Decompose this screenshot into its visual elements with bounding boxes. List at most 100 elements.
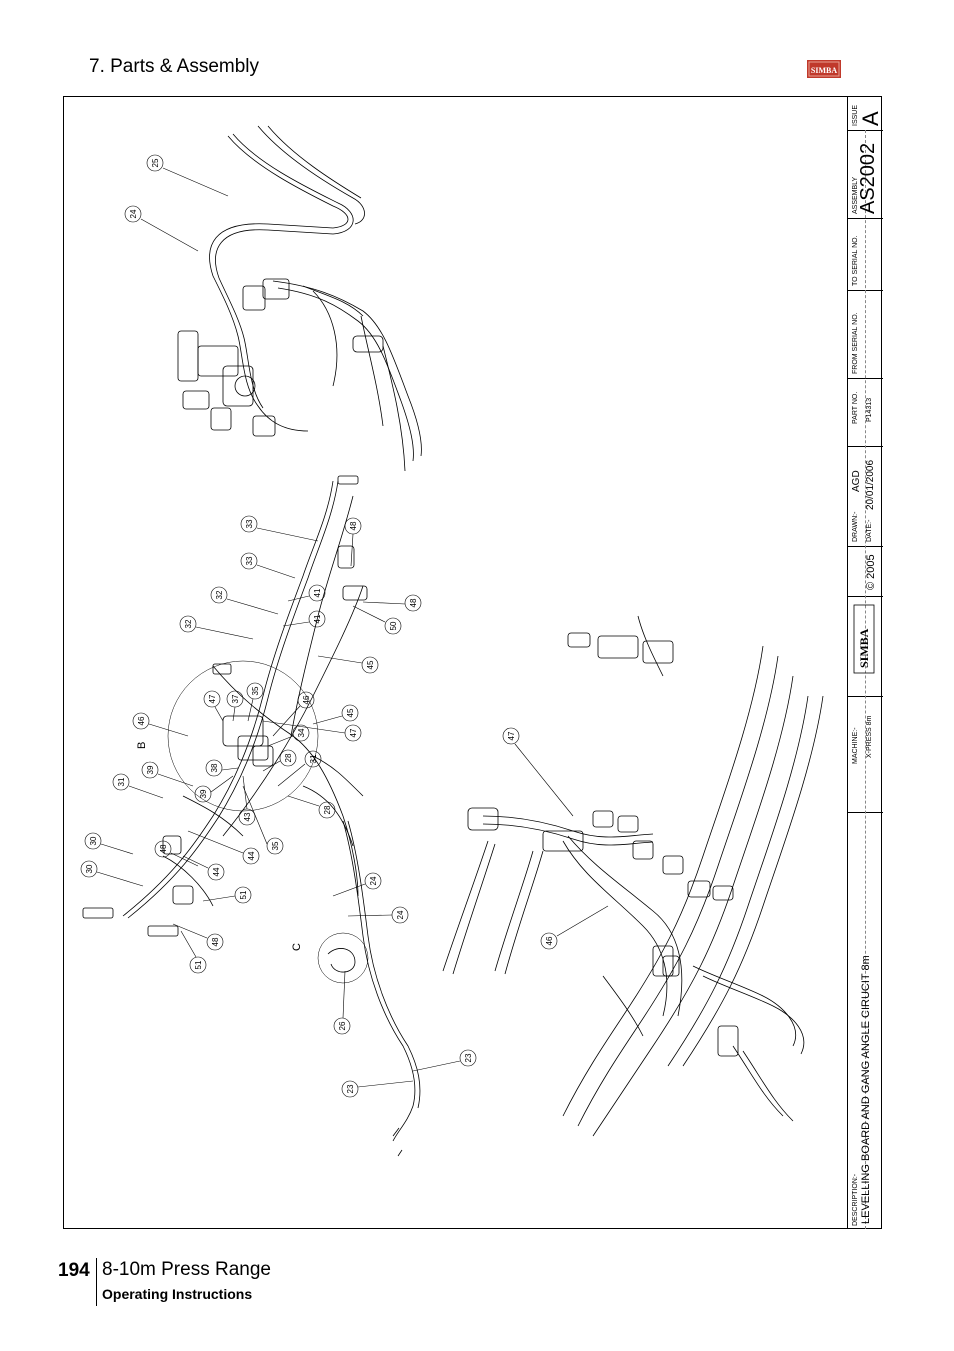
callout-23-b	[341, 1080, 414, 1098]
callout-number: 46	[302, 695, 311, 704]
callout-35-a	[246, 682, 264, 722]
drawn-value: AGD	[851, 470, 862, 492]
callout-28-b	[287, 795, 336, 819]
callout-30-b	[80, 860, 144, 887]
callout-number: 50	[389, 621, 398, 630]
callout-number: 32	[184, 619, 193, 628]
callout-41-a	[287, 584, 326, 602]
part-no-label: PART NO.	[852, 391, 859, 424]
svg-text:SIMBA: SIMBA	[811, 66, 837, 75]
callout-31-b	[141, 761, 194, 787]
callout-number: 24	[129, 209, 138, 218]
callout-33-a	[240, 515, 319, 542]
callout-number: 31	[117, 777, 126, 786]
callout-37	[226, 690, 244, 722]
callout-number: 48	[211, 937, 220, 946]
callout-46-b	[272, 691, 315, 737]
callout-number: 51	[239, 890, 248, 899]
callout-number: 46	[137, 716, 146, 725]
callout-24-b	[347, 906, 409, 924]
callout-39-a	[205, 759, 239, 777]
callout-number: 48	[409, 598, 418, 607]
date-value: 20/01/2006	[865, 459, 876, 510]
description-label: DESCRIPTION:-	[852, 1173, 859, 1226]
callout-41-b	[282, 610, 326, 628]
callout-24-a	[332, 872, 382, 897]
callout-28-a	[277, 750, 322, 787]
callout-number: 47	[349, 728, 358, 737]
svg-text:SIMBA: SIMBA	[857, 628, 871, 668]
callout-number: 32	[215, 590, 224, 599]
callout-number: 23	[346, 1084, 355, 1093]
callout-47-a	[203, 690, 224, 722]
callout-number: 33	[245, 556, 254, 565]
callout-51-a	[202, 886, 252, 904]
callout-number: 44	[212, 867, 221, 876]
from-serial-label: FROM SERIAL NO.	[852, 312, 859, 374]
callout-number: 45	[346, 708, 355, 717]
footer-title: 8-10m Press Range	[102, 1259, 271, 1280]
page-number: 194	[58, 1260, 90, 1281]
callout-24-top	[124, 205, 199, 252]
callout-31-a	[112, 773, 164, 799]
callout-46-c	[540, 905, 609, 950]
callout-48-a	[344, 517, 362, 567]
callouts	[80, 154, 609, 1098]
callout-26	[333, 970, 351, 1035]
callout-number: 38	[210, 763, 219, 772]
callout-48-b	[362, 594, 422, 612]
callout-30-a	[84, 832, 134, 855]
callout-48-d	[172, 923, 224, 951]
to-serial-label: TO SERIAL NO.	[852, 235, 859, 286]
callout-32-b	[179, 615, 254, 640]
title-block: ISSUE A ASSEMBLY AS2002 TO SERIAL NO. FR…	[847, 96, 883, 1229]
callout-number: 47	[507, 731, 516, 740]
drawn-label: DRAWN:-	[852, 511, 859, 542]
callout-44-a	[187, 830, 260, 865]
callout-50	[352, 605, 402, 635]
callout-number: 30	[85, 864, 94, 873]
callout-44-b	[182, 855, 225, 881]
callout-number: 24	[396, 910, 405, 919]
callout-35-b	[242, 785, 284, 855]
section-header: 7. Parts & Assembly	[89, 56, 260, 77]
callout-number: 44	[247, 851, 256, 860]
footer-subtitle: Operating Instructions	[102, 1286, 253, 1302]
callout-number: 24	[369, 876, 378, 885]
callout-number: 26	[338, 1021, 347, 1030]
callout-25	[146, 154, 229, 197]
callout-39-b	[194, 775, 234, 803]
machine-value: X-PRESS 8m	[866, 715, 873, 758]
callout-number: 31	[309, 754, 318, 763]
footer-divider	[96, 1258, 97, 1306]
callout-number: 23	[464, 1053, 473, 1062]
callout-45-a	[317, 655, 379, 674]
callout-number: 43	[243, 812, 252, 821]
callout-number: 48	[349, 521, 358, 530]
callout-number: 39	[199, 789, 208, 798]
callout-number: 28	[323, 805, 332, 814]
callout-number: 35	[251, 686, 260, 695]
callout-number: 39	[146, 765, 155, 774]
callout-number: 35	[271, 841, 280, 850]
detail-label-b: B	[136, 742, 148, 749]
issue-value: A	[858, 111, 883, 126]
upper-hose-assembly	[177, 125, 422, 472]
callout-23-a	[412, 1049, 477, 1072]
callout-47-c	[502, 727, 574, 817]
assembly-value: AS2002	[857, 142, 879, 214]
callout-number: 46	[545, 936, 554, 945]
callout-number: 47	[208, 694, 217, 703]
callout-45-b	[312, 704, 359, 725]
callout-33-b	[240, 552, 296, 579]
callout-number: 37	[231, 694, 240, 703]
drawing-frame	[63, 96, 882, 1229]
callout-43	[238, 775, 256, 826]
callout-51-b	[180, 930, 207, 974]
callout-number: 25	[151, 158, 160, 167]
callout-number: 41	[313, 614, 322, 623]
simba-logo-icon: SIMBA	[807, 60, 841, 78]
callout-38	[262, 749, 297, 772]
callout-number: 48	[159, 844, 168, 853]
